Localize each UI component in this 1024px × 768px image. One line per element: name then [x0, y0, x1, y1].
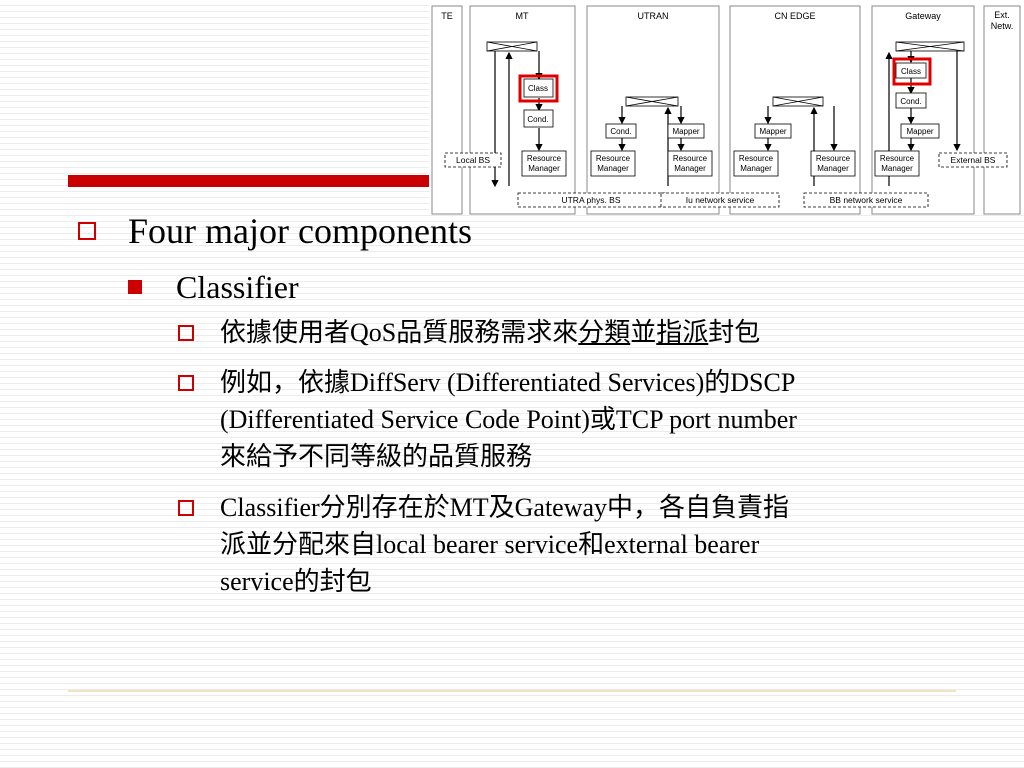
- column-frames: [431, 5, 1021, 215]
- mapper-box-utran: Mapper: [672, 127, 699, 136]
- bullet1-underlined-classify: 分類: [578, 318, 631, 347]
- subheading-text: Classifier: [176, 269, 299, 305]
- utra-phys-bs-label: UTRA phys. BS: [561, 195, 620, 205]
- bullet1-part-c: 並: [630, 318, 657, 347]
- hollow-square-bullet-icon: [178, 500, 194, 516]
- classifier-highlights: [518, 57, 932, 103]
- column-ext-netw: Ext.: [994, 10, 1010, 20]
- class-box-gateway: Class: [901, 67, 921, 76]
- bullet2-line1: 例如，依據DiffServ (Differentiated Services)的…: [220, 368, 796, 397]
- bullet-text-1: 依據使用者QoS品質服務需求來分類並指派封包: [220, 314, 955, 351]
- column-cn-edge: CN EDGE: [774, 11, 815, 21]
- component-boxes: [521, 62, 940, 177]
- local-bs-label: Local BS: [456, 155, 490, 165]
- footer-divider: [68, 690, 956, 692]
- mapper-box-cn: Mapper: [759, 127, 786, 136]
- bullet-text-2: 例如，依據DiffServ (Differentiated Services)的…: [220, 364, 955, 475]
- hollow-square-bullet-icon: [178, 325, 194, 341]
- rm-box-cn-a-line1: Resource: [739, 154, 774, 163]
- rm-box-cn-b-line1: Resource: [816, 154, 851, 163]
- bb-network-service-label: BB network service: [830, 195, 903, 205]
- column-te: TE: [441, 11, 453, 21]
- filled-square-bullet-icon: [128, 280, 142, 294]
- cond-box-gateway: Cond.: [900, 97, 921, 106]
- diagram-svg: TE MT UTRAN CN EDGE Gateway Ext. Netw.: [431, 5, 1021, 215]
- column-ext-netw-2: Netw.: [991, 21, 1014, 31]
- hollow-square-bullet-icon: [178, 375, 194, 391]
- rm-box-utran-b-line1: Resource: [673, 154, 708, 163]
- rm-box-utran-b-line2: Manager: [674, 164, 706, 173]
- rm-box-mt-line2: Manager: [528, 164, 560, 173]
- rm-box-cn-a-line2: Manager: [740, 164, 772, 173]
- mapper-box-gateway: Mapper: [906, 127, 933, 136]
- column-mt: MT: [516, 11, 529, 21]
- bullet1-part-e: 封包: [708, 318, 761, 347]
- rm-box-gateway-line1: Resource: [880, 154, 915, 163]
- bullet2-line3: 來給予不同等級的品質服務: [220, 442, 533, 471]
- heading-text: Four major components: [128, 211, 472, 251]
- rm-box-utran-a-line1: Resource: [596, 154, 631, 163]
- iu-network-service-label: Iu network service: [686, 195, 755, 205]
- cond-box-mt: Cond.: [527, 115, 548, 124]
- column-utran: UTRAN: [638, 11, 669, 21]
- column-gateway: Gateway: [905, 11, 941, 21]
- bullet-text-3: Classifier分別存在於MT及Gateway中，各自負責指 派並分配來自l…: [220, 489, 955, 600]
- cond-box-utran: Cond.: [610, 127, 631, 136]
- qos-architecture-diagram: TE MT UTRAN CN EDGE Gateway Ext. Netw.: [429, 0, 1024, 215]
- bullet2-line2: (Differentiated Service Code Point)或TCP …: [220, 405, 797, 434]
- rm-box-mt-line1: Resource: [527, 154, 562, 163]
- bullet3-line2: 派並分配來自local bearer service和external bear…: [220, 530, 760, 559]
- title-accent-bar: [68, 175, 430, 187]
- rm-box-cn-b-line2: Manager: [817, 164, 849, 173]
- bearer-services: [444, 152, 1008, 208]
- bullet3-line1: Classifier分別存在於MT及Gateway中，各自負責指: [220, 493, 790, 522]
- bullet1-part-a: 依據使用者QoS品質服務需求來: [220, 318, 579, 347]
- bullet1-underlined-assign: 指派: [656, 318, 709, 347]
- bullet3-line3: service的封包: [220, 567, 372, 596]
- translation-bars: [486, 41, 965, 107]
- hollow-square-bullet-icon: [78, 222, 96, 240]
- external-bs-label: External BS: [951, 155, 996, 165]
- class-box-mt: Class: [528, 84, 548, 93]
- rm-box-gateway-line2: Manager: [881, 164, 913, 173]
- rm-box-utran-a-line2: Manager: [597, 164, 629, 173]
